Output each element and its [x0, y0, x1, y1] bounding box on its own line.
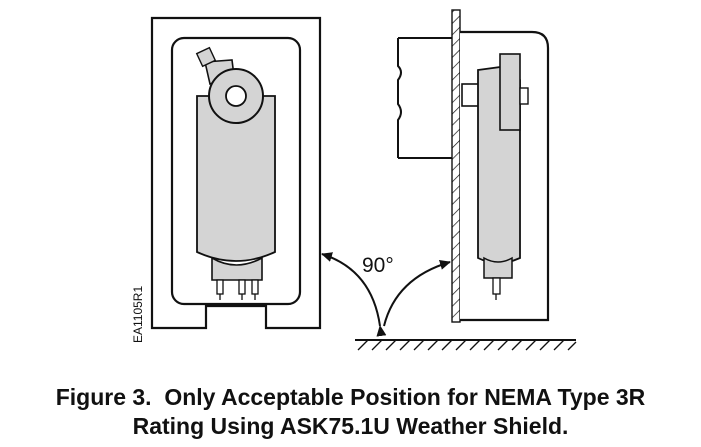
figure-caption-line-1: Figure 3. Only Acceptable Position for N…: [55, 384, 646, 410]
side-view: [397, 9, 550, 323]
right-angle-arrow: [383, 260, 451, 327]
figure-code-label: EA1105R1: [131, 286, 145, 343]
ground-surface: [355, 339, 577, 351]
actuator-side: [477, 53, 529, 300]
angle-label: 90°: [362, 254, 394, 277]
mounting-wall: [451, 9, 461, 323]
angle-indicator: [321, 252, 451, 337]
actuator-front: [195, 46, 276, 300]
front-view: [150, 16, 322, 330]
duct-outline: [397, 37, 452, 159]
left-angle-arrow: [321, 252, 387, 337]
figure-caption-line-2: Rating Using ASK75.1U Weather Shield.: [132, 413, 569, 439]
